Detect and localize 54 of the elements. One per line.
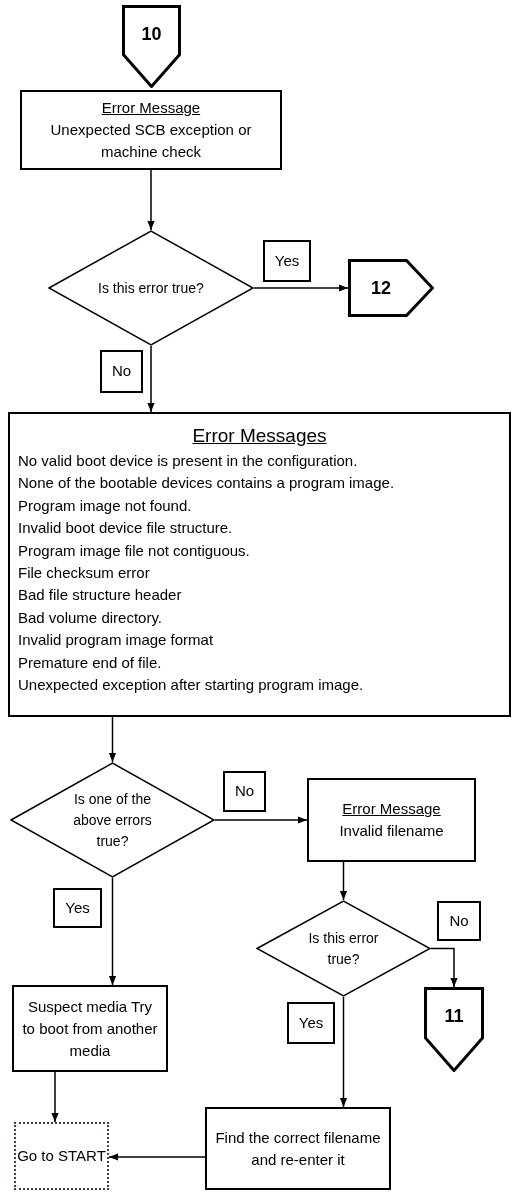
decision-diamond: [10, 762, 215, 878]
arrow: [108, 877, 117, 986]
process-box: [307, 778, 476, 862]
error-message-line: None of the bootable devices contains a program image.: [18, 473, 395, 494]
node-text: Find the correct filename and re-enter it: [215, 1127, 381, 1170]
terminal-box: [14, 1122, 109, 1190]
edge-label: Yes: [53, 888, 102, 928]
arrow: [147, 345, 155, 413]
arrow: [108, 716, 117, 763]
box-heading: Error Message: [101, 98, 201, 118]
box-heading: Error Message: [342, 799, 441, 819]
decision-diamond: [256, 900, 431, 997]
node-text: Unexpected SCB exception or machine check: [49, 120, 253, 162]
error-message-line: Premature end of file.: [18, 652, 162, 673]
arrow: [339, 861, 348, 901]
arrow: [214, 816, 308, 824]
error-message-line: No valid boot device is present in the configuration.: [18, 451, 358, 471]
node-text: Invalid filename: [339, 821, 444, 841]
error-message-line: Program image file not contiguous.: [18, 540, 250, 561]
error-message-line: Invalid program image format: [18, 630, 214, 651]
node-text: 10: [141, 23, 162, 46]
decision-diamond: [48, 230, 254, 346]
arrow: [51, 1071, 59, 1123]
node-text: 12: [371, 276, 391, 300]
arrow: [430, 947, 458, 988]
node-text: 11: [444, 1005, 464, 1028]
arrow: [339, 996, 348, 1108]
error-message-line: Bad file structure header: [18, 585, 182, 606]
arrow: [253, 284, 349, 292]
error-message-line: Invalid boot device file structure.: [18, 518, 233, 539]
error-message-line: File checksum error: [18, 563, 150, 584]
process-box: [20, 90, 282, 170]
arrow: [108, 1153, 206, 1161]
node-text: Is one of the above errors true?: [72, 789, 153, 851]
offpage-connector: [348, 259, 434, 317]
error-message-line: Bad volume directory.: [18, 607, 162, 628]
node-text: Go to START: [17, 1146, 106, 1166]
box-heading: Error Messages: [192, 424, 327, 448]
edge-label: Yes: [263, 240, 311, 282]
error-message-line: Program image not found.: [18, 495, 192, 516]
edge-label: No: [437, 901, 481, 941]
edge-label: No: [223, 771, 266, 812]
node-text: Is this error true?: [98, 278, 204, 298]
message-box: [8, 412, 511, 717]
error-message-line: Unexpected exception after starting program image.: [18, 675, 364, 696]
process-box: [12, 985, 168, 1072]
process-box: [205, 1107, 391, 1190]
edge-label: Yes: [287, 1002, 335, 1044]
node-text: Suspect media Try to boot from another media: [22, 996, 158, 1061]
arrow: [147, 169, 155, 231]
node-text: Is this error true?: [307, 928, 380, 969]
offpage-connector: [122, 5, 181, 88]
edge-label: No: [100, 350, 143, 393]
offpage-connector: [424, 987, 484, 1072]
